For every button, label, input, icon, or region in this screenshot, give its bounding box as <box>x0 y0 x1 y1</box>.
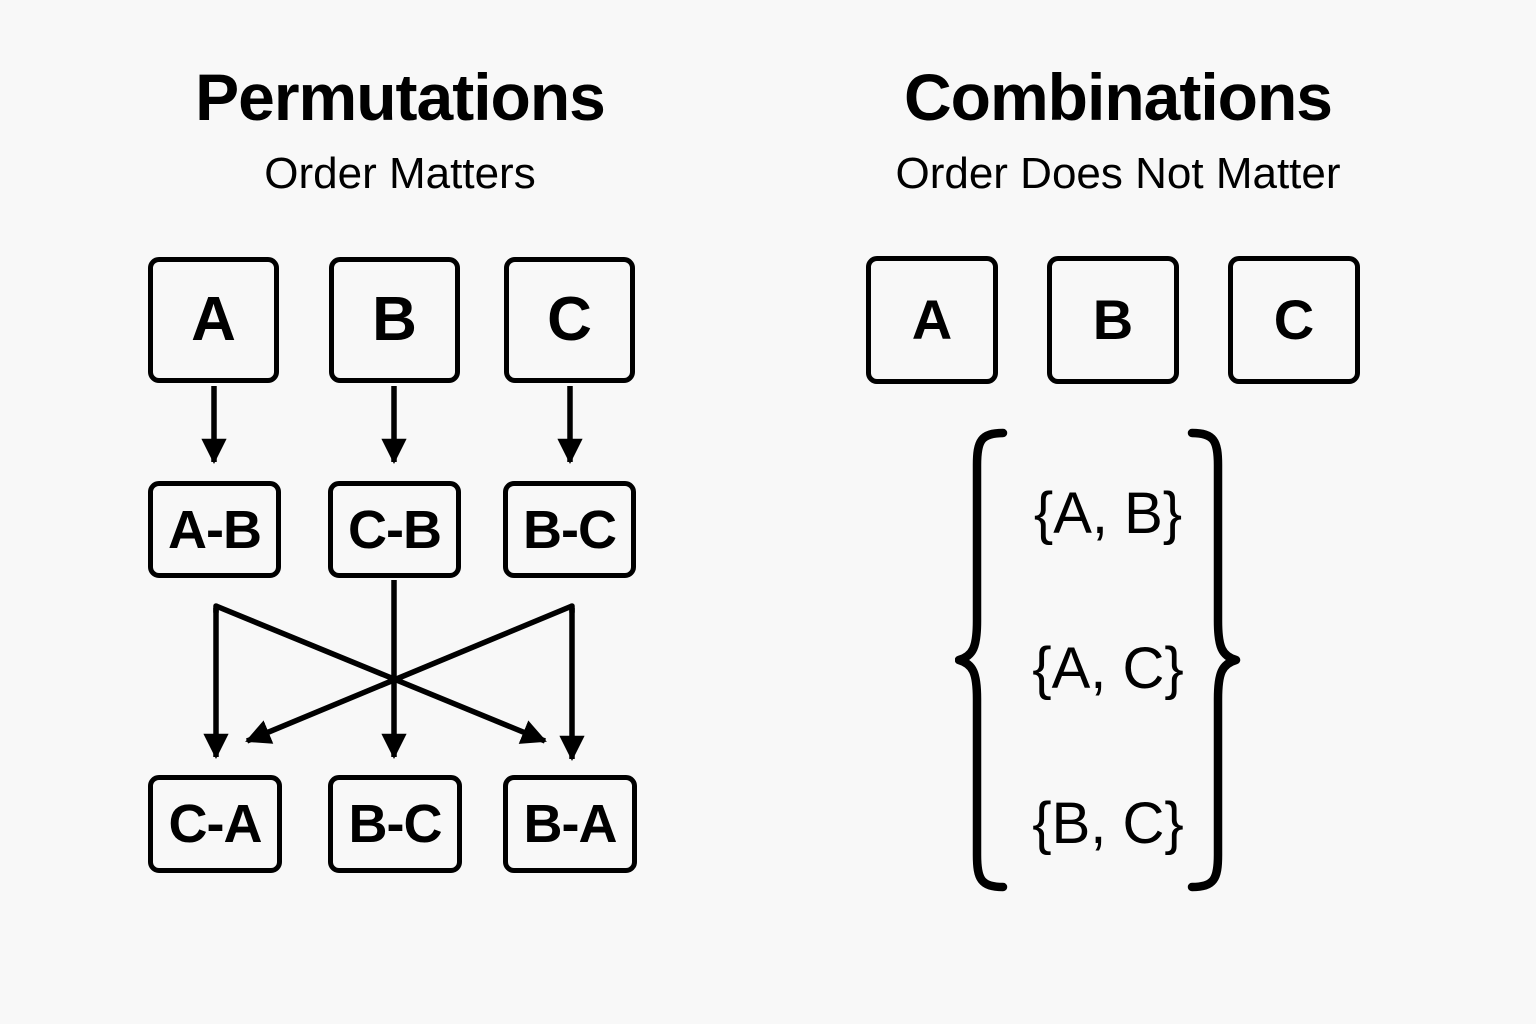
combination-item-bc: {B, C} <box>1032 791 1184 856</box>
permutations-subtitle: Order Matters <box>264 149 536 198</box>
comb-source-box-c[interactable]: C <box>1228 256 1360 384</box>
left-brace-icon <box>955 428 1008 892</box>
perm-bottom-box-ca[interactable]: C-A <box>148 775 282 873</box>
perm-middle-box-cb[interactable]: C-B <box>328 481 461 578</box>
permutations-title: Permutations <box>195 60 606 134</box>
comb-source-box-b[interactable]: B <box>1047 256 1179 384</box>
combinations-subtitle: Order Does Not Matter <box>895 149 1341 198</box>
right-brace-icon <box>1187 428 1241 892</box>
comb-source-box-a[interactable]: A <box>866 256 998 384</box>
combinations-title: Combinations <box>904 60 1333 134</box>
perm-bottom-box-ba[interactable]: B-A <box>503 775 637 873</box>
perm-bottom-box-bc[interactable]: B-C <box>328 775 462 873</box>
perm-middle-box-ab[interactable]: A-B <box>148 481 281 578</box>
perm-source-box-b[interactable]: B <box>329 257 460 383</box>
perm-source-box-c[interactable]: C <box>504 257 635 383</box>
set-braces <box>955 428 1241 892</box>
arrow-cross-left-to-ba <box>214 603 547 744</box>
arrow-cross-right-to-ca <box>245 603 574 744</box>
combination-item-ab: {A, B} <box>1033 481 1183 546</box>
combination-item-ac: {A, C} <box>1032 636 1184 701</box>
perm-middle-box-bc[interactable]: B-C <box>503 481 636 578</box>
perm-source-box-a[interactable]: A <box>148 257 279 383</box>
